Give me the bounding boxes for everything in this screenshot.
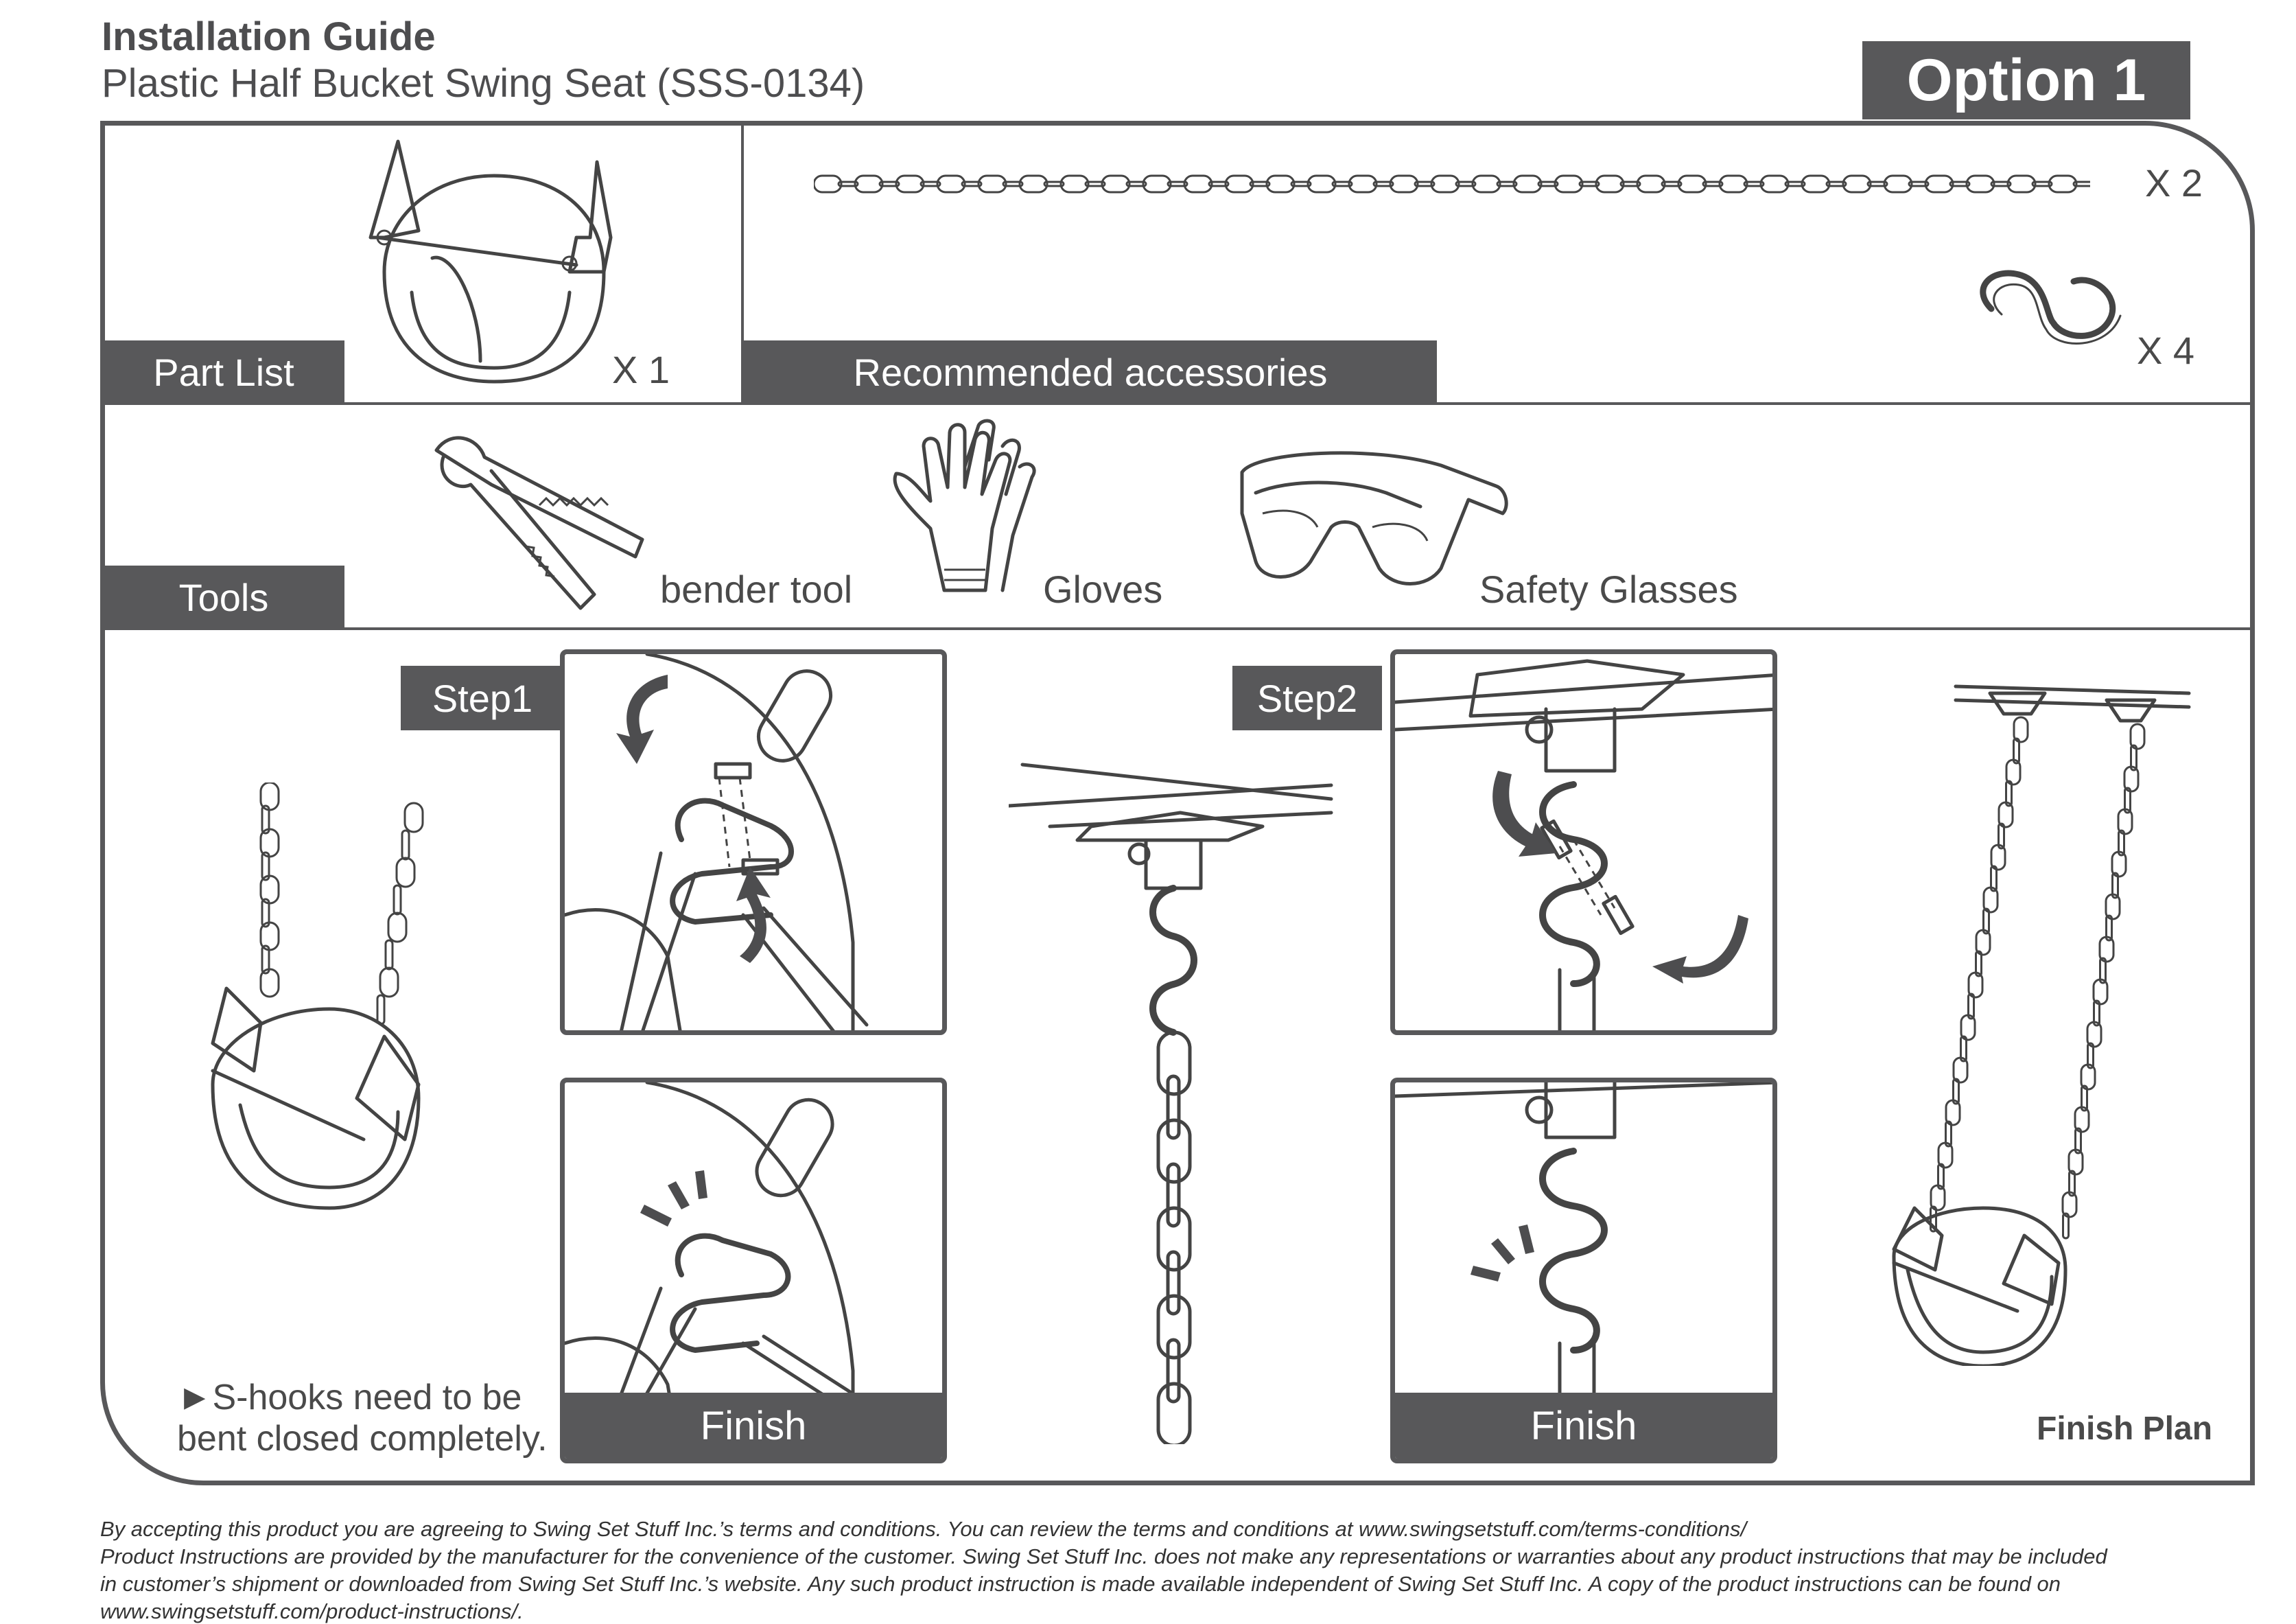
finish-plan-label: Finish Plan	[2037, 1411, 2213, 1447]
bender-tool-label: bender tool	[660, 568, 853, 611]
s-hook-note-line1: ►S-hooks need to be	[177, 1378, 522, 1417]
tools-label: Tools	[103, 566, 344, 629]
part-list-label: Part List	[103, 340, 344, 404]
step1-panel	[560, 649, 947, 1035]
footer-url: www.swingsetstuff.com/product-instructio…	[100, 1599, 524, 1623]
seat-quantity: X 1	[612, 348, 670, 391]
row-divider-1	[103, 402, 2252, 405]
guide-title: Installation Guide	[102, 14, 436, 59]
instruction-frame	[100, 121, 2255, 1485]
step2-label: Step2	[1232, 666, 1382, 730]
footer-terms: By accepting this product you are agreei…	[100, 1517, 1747, 1541]
step1-finish-label: Finish	[565, 1393, 942, 1459]
chain-quantity: X 2	[2145, 161, 2203, 205]
product-subtitle: Plastic Half Bucket Swing Seat (SSS-0134…	[102, 61, 865, 106]
s-hook-note-line2: bent closed completely.	[177, 1419, 548, 1459]
parts-divider	[741, 124, 744, 404]
footer-disclaimer-2: in customer’s shipment or downloaded fro…	[100, 1572, 2061, 1596]
s-hook-quantity: X 4	[2137, 329, 2195, 372]
mount-chain-illustration	[1007, 751, 1338, 1448]
step2-panel	[1390, 649, 1777, 1035]
finish-plan-illustration	[1866, 680, 2210, 1369]
step2-finish-label: Finish	[1395, 1393, 1772, 1459]
footer-disclaimer-1: Product Instructions are provided by the…	[100, 1544, 2107, 1568]
bender-tool-icon	[423, 430, 656, 625]
seat-with-chains-illustration	[199, 781, 473, 1232]
step1-finish-panel: Finish	[560, 1078, 947, 1463]
gloves-icon	[882, 419, 1061, 601]
accessories-label: Recommended accessories	[744, 340, 1437, 404]
safety-glasses-label: Safety Glasses	[1479, 568, 1738, 611]
option-tab: Option 1	[1862, 41, 2190, 119]
step1-label: Step1	[401, 666, 564, 730]
swing-seat-illustration	[357, 135, 631, 392]
step2-finish-panel: Finish	[1390, 1078, 1777, 1463]
s-hook-illustration	[1971, 261, 2129, 360]
row-divider-2	[103, 627, 2252, 630]
gloves-label: Gloves	[1043, 568, 1163, 611]
safety-glasses-icon	[1235, 431, 1510, 599]
chain-illustration	[812, 170, 2094, 201]
